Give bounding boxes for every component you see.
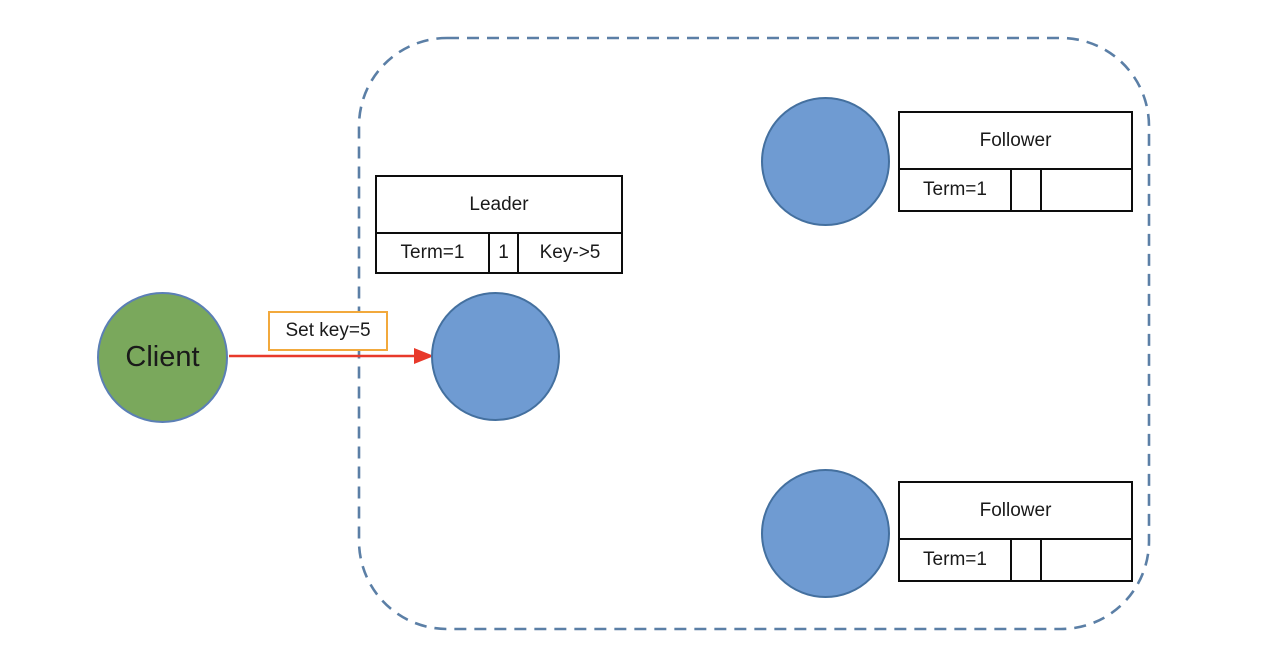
leader-term-cell: Term=1: [377, 234, 490, 272]
leader-table: Leader Term=1 1 Key->5: [375, 175, 623, 274]
follower-bottom-index-cell: [1012, 540, 1042, 580]
follower-bottom-entry-cell: [1042, 540, 1131, 580]
follower-top-term-cell: Term=1: [900, 170, 1012, 210]
follower-top-row: Term=1: [900, 170, 1131, 210]
follower-top-entry-cell: [1042, 170, 1131, 210]
follower-bottom-title: Follower: [900, 483, 1131, 540]
leader-table-title: Leader: [377, 177, 621, 234]
follower-bottom-term-cell: Term=1: [900, 540, 1012, 580]
follower-table-top: Follower Term=1: [898, 111, 1133, 212]
follower-bottom-row: Term=1: [900, 540, 1131, 580]
follower-node-bottom: [761, 469, 890, 598]
client-label: Client: [125, 341, 200, 373]
message-label: Set key=5: [285, 320, 371, 341]
leader-node: [431, 292, 560, 421]
message-label-box: Set key=5: [268, 311, 388, 351]
leader-index-cell: 1: [490, 234, 519, 272]
follower-node-top: [761, 97, 890, 226]
leader-entry-cell: Key->5: [539, 242, 601, 263]
follower-top-index-cell: [1012, 170, 1042, 210]
client-node: Client: [97, 292, 228, 423]
follower-table-bottom: Follower Term=1: [898, 481, 1133, 582]
follower-top-title: Follower: [900, 113, 1131, 170]
leader-table-row: Term=1 1 Key->5: [377, 234, 621, 272]
